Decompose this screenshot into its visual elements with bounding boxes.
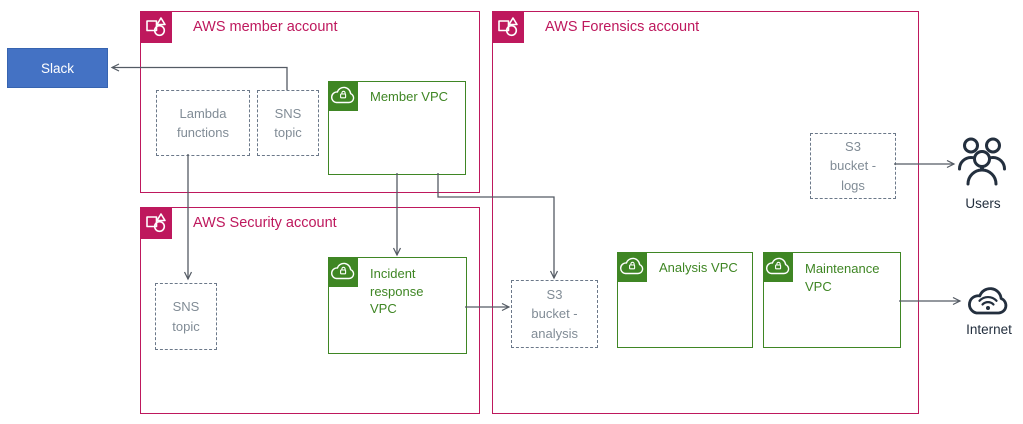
maintenance-vpc-label: Maintenance VPC	[805, 261, 880, 294]
aws-account-icon-glyph	[146, 213, 166, 233]
vpc-cloud-lock-icon	[328, 257, 358, 287]
s3-bucket-analysis-label: S3 bucket - analysis	[531, 286, 578, 341]
incident-response-vpc-label: Incident response VPC	[370, 266, 424, 317]
users-label: Users	[965, 196, 1001, 211]
sns-topic-security-label: SNS topic	[172, 299, 200, 334]
forensics-account-title: AWS Forensics account	[545, 19, 700, 35]
aws-account-icon	[140, 11, 172, 43]
member-vpc-node: Member VPC	[328, 81, 466, 175]
aws-account-icon	[492, 11, 524, 43]
maintenance-vpc-node: Maintenance VPC	[763, 252, 901, 348]
s3-bucket-logs-label: S3 bucket - logs	[829, 138, 877, 193]
aws-account-icon-glyph	[146, 17, 166, 37]
slack-label: Slack	[40, 60, 74, 76]
member-account-title: AWS member account	[193, 19, 338, 35]
aws-forensics-account-group: AWS Forensics account	[492, 11, 919, 414]
vpc-cloud-lock-icon	[328, 81, 358, 111]
security-account-title: AWS Security account	[193, 215, 337, 231]
aws-member-account-group: AWS member account	[140, 11, 480, 193]
users-icon	[958, 136, 1006, 188]
internet-label: Internet	[966, 322, 1012, 337]
aws-account-icon	[140, 207, 172, 239]
vpc-cloud-lock-icon	[617, 252, 647, 282]
member-vpc-label: Member VPC	[370, 89, 449, 104]
sns-topic-member-node: SNS topic	[257, 90, 319, 156]
slack-node: Slack	[7, 48, 108, 88]
aws-security-account-group: AWS Security account	[140, 207, 480, 414]
analysis-vpc-label: Analysis VPC	[659, 260, 738, 275]
aws-account-icon-glyph	[498, 17, 518, 37]
s3-bucket-logs-node: S3 bucket - logs	[810, 133, 896, 199]
lambda-functions-label: Lambda functions	[176, 105, 230, 141]
s3-bucket-analysis-node: S3 bucket - analysis	[511, 280, 598, 348]
sns-topic-security-node: SNS topic	[155, 283, 217, 350]
vpc-cloud-lock-icon	[763, 252, 793, 282]
lambda-functions-node: Lambda functions	[156, 90, 250, 156]
internet-icon	[964, 280, 1012, 320]
analysis-vpc-node: Analysis VPC	[617, 252, 753, 348]
incident-response-vpc-node: Incident response VPC	[328, 257, 467, 354]
sns-topic-member-label: SNS topic	[274, 105, 302, 141]
